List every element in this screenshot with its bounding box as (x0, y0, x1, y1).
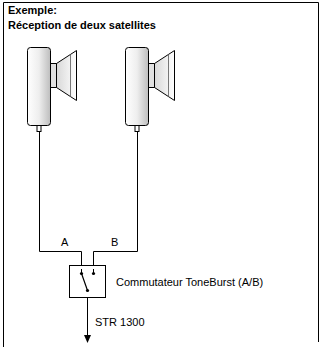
switch-symbol (80, 269, 95, 292)
output-arrow (84, 298, 91, 343)
frame-border (4, 3, 319, 347)
subtitle: Réception de deux satellites (8, 19, 156, 32)
cable (40, 132, 82, 266)
cable-label: B (111, 236, 118, 249)
switch-label: Commutateur ToneBurst (A/B) (116, 276, 263, 289)
cable (94, 132, 138, 266)
satellite-unit (126, 48, 175, 132)
satellite-unit (28, 48, 77, 132)
cable-label: A (61, 236, 68, 249)
receiver-label: STR 1300 (95, 316, 145, 329)
example-heading: Exemple: (8, 4, 57, 17)
switch-box: Commutateur ToneBurst (A/B) (69, 265, 106, 298)
